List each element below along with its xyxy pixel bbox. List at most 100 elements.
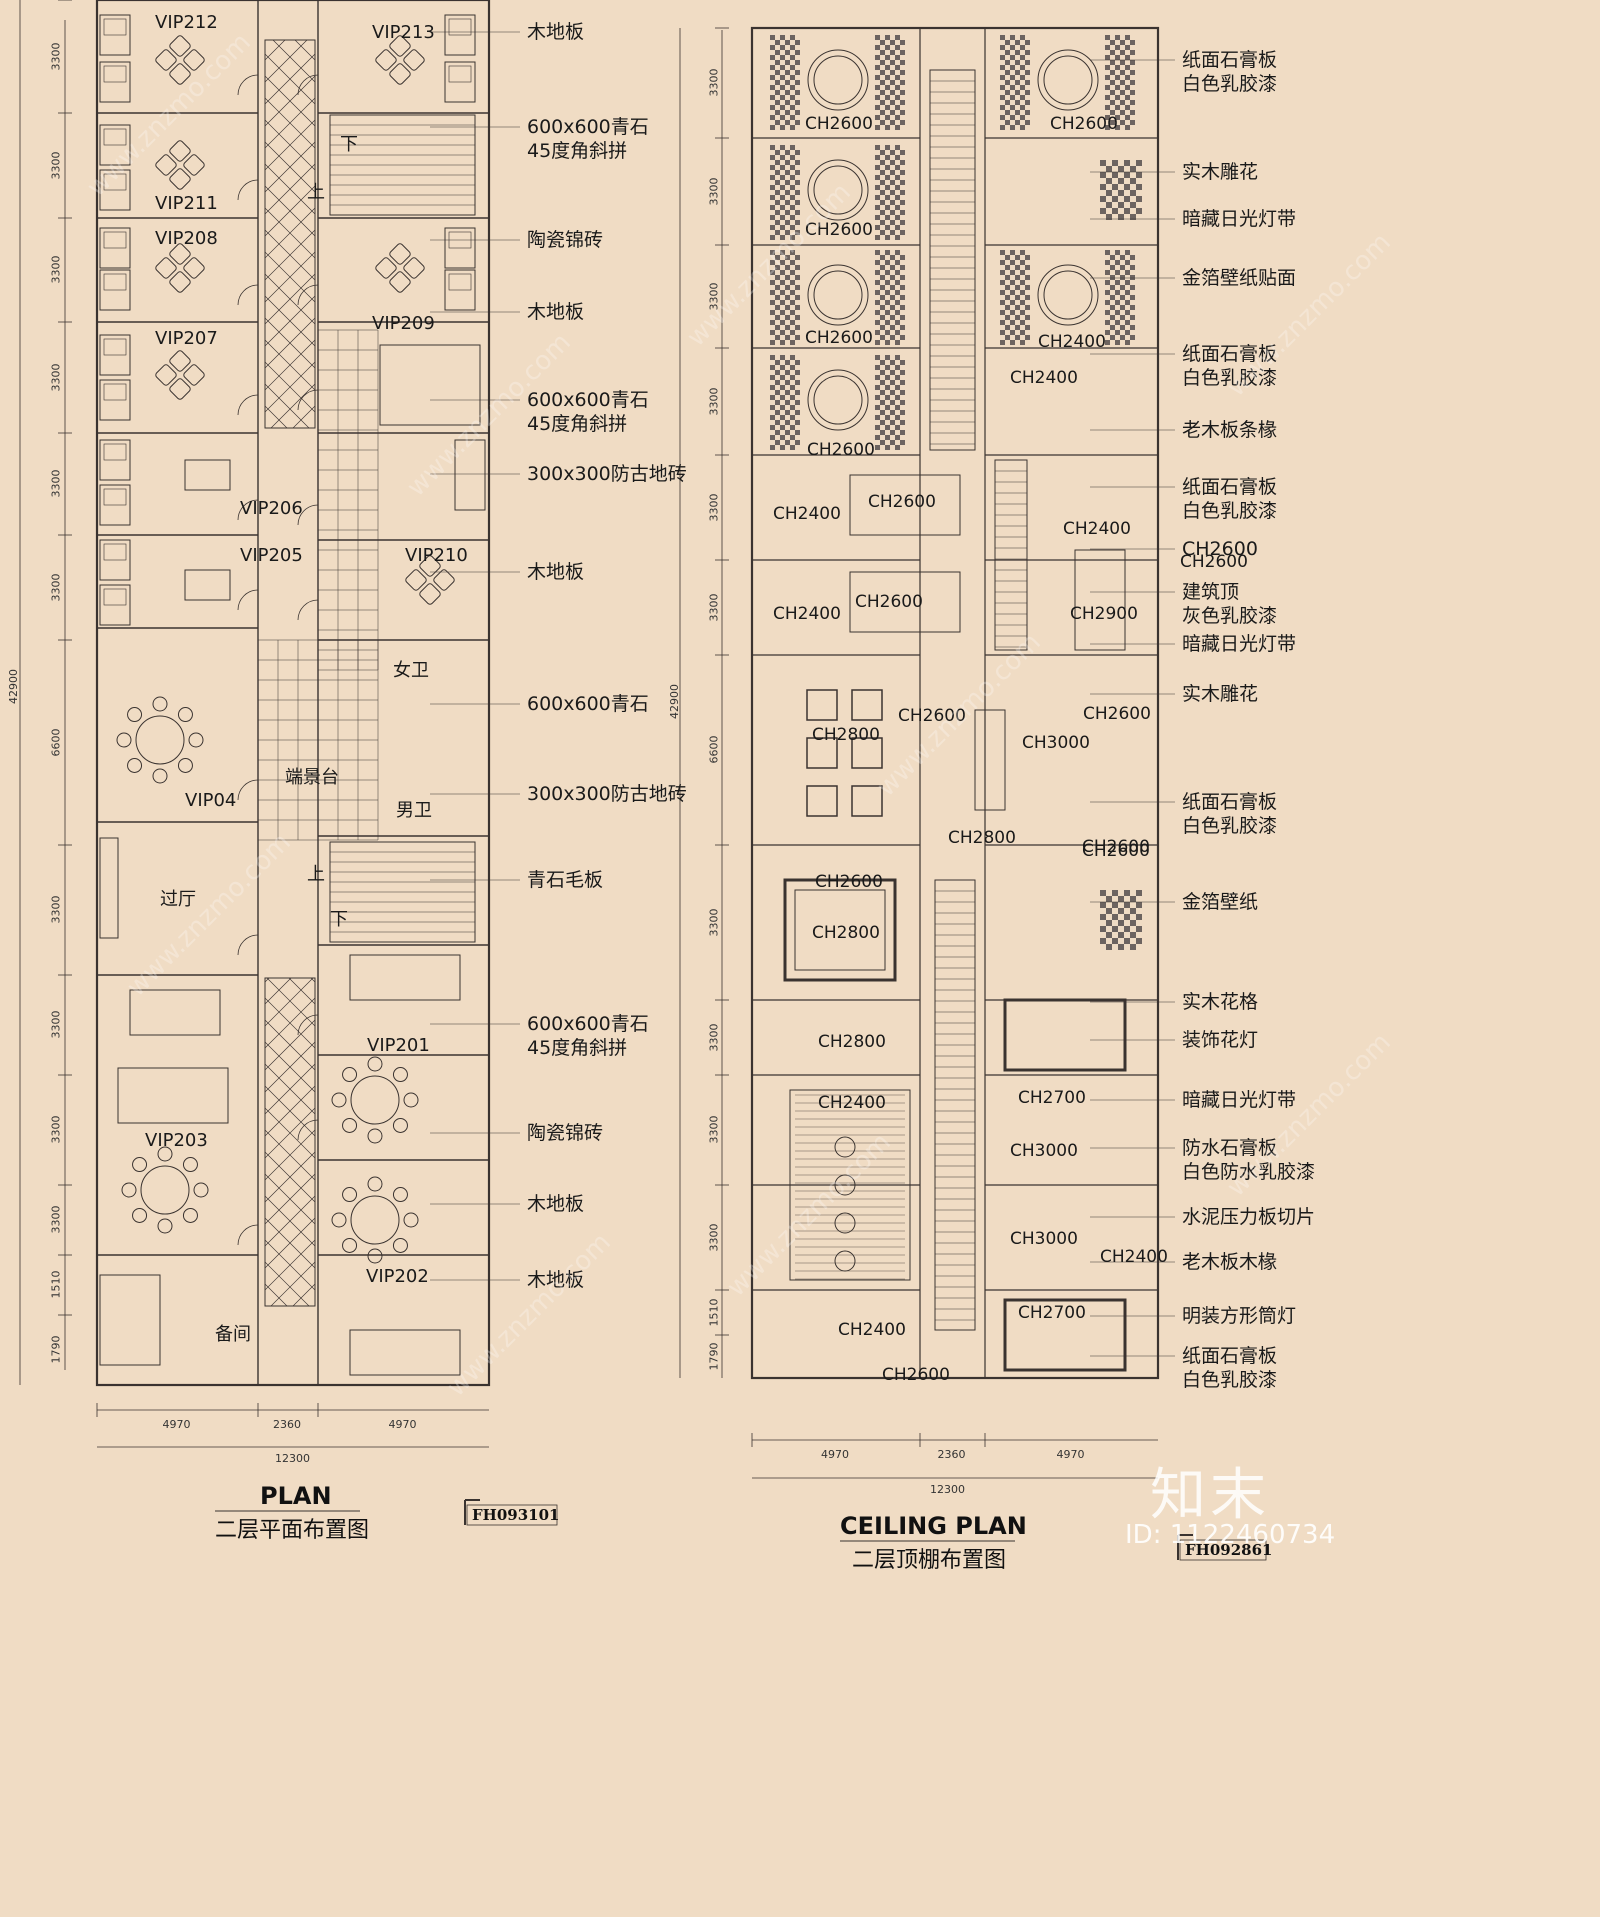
ceiling-vdim-0: 3300 <box>707 68 721 97</box>
ceiling-material-label-18: 老木板木椽 <box>1182 1251 1278 1273</box>
checker-panel-l <box>1000 250 1030 345</box>
dining-table-set <box>155 35 205 85</box>
ceiling-vdim-1: 3300 <box>707 177 721 205</box>
ceiling-height-9: CH2400 <box>773 604 841 625</box>
ceiling-vdim-3: 3300 <box>707 387 721 415</box>
ceiling-total-h: 12300 <box>930 1483 965 1496</box>
chair <box>392 1067 408 1083</box>
ceiling-material-label-16: 防水石膏板白色防水乳胶漆 <box>1182 1137 1316 1183</box>
stair-direction-2: 上 <box>307 864 325 885</box>
chair <box>367 1176 383 1192</box>
chair <box>392 1187 408 1203</box>
plan-total-h: 12300 <box>275 1452 310 1465</box>
plan-total-v: 42900 <box>7 669 20 704</box>
checker-panel-r <box>875 355 905 450</box>
ceiling-outer-wall <box>750 26 1160 1380</box>
door-swing <box>297 504 319 526</box>
chair <box>367 1248 383 1264</box>
chair <box>367 1128 383 1144</box>
chair <box>403 1212 419 1228</box>
plan-room-14: VIP201 <box>367 1035 430 1056</box>
dining-table-set <box>155 140 205 190</box>
door-swing <box>237 179 259 201</box>
ceiling-height-2: CH2600 <box>805 219 873 240</box>
ceiling-height-5: CH2400 <box>1038 332 1106 352</box>
ceiling-height-7: CH2400 <box>773 503 841 524</box>
ceiling-height-31: CH2600 <box>882 1365 950 1386</box>
bedroom-bed <box>379 344 481 426</box>
ceiling-coffer-inner <box>794 889 886 971</box>
ceiling-material-label-0: 纸面石膏板白色乳胶漆 <box>1182 49 1278 95</box>
plan-vdim-3: 3300 <box>49 363 63 391</box>
door-swing <box>237 394 259 416</box>
dining-table-set <box>375 243 425 293</box>
ceiling-vdim-4: 3300 <box>707 493 721 521</box>
armchair <box>99 227 131 269</box>
plan-room-2: VIP211 <box>155 193 218 214</box>
plan-vdim-9: 3300 <box>49 1115 63 1144</box>
plan-room-6: VIP206 <box>240 498 303 519</box>
chair <box>132 1207 148 1223</box>
ceiling-vdim-6: 6600 <box>707 735 721 764</box>
ceiling-height-13: CH2600 <box>1180 551 1248 572</box>
ceiling-material-label-8: 建筑顶灰色乳胶漆 <box>1182 581 1278 627</box>
chair <box>342 1237 358 1253</box>
ceiling-height-12: CH2400 <box>1010 367 1078 388</box>
checker-panel-l <box>770 35 800 130</box>
armchair <box>99 269 131 311</box>
plan-material-label-11: 陶瓷锦砖 <box>527 1122 604 1144</box>
dining-table-set <box>155 243 205 293</box>
chair <box>127 707 143 723</box>
armchair-cushion <box>448 18 472 36</box>
ceiling-title-cn: 二层顶棚布置图 <box>852 1548 1007 1573</box>
window-frame <box>99 837 119 939</box>
door-swing <box>297 74 319 96</box>
ceiling-height-22: CH2800 <box>812 922 880 943</box>
ceiling-material-label-10: 实木雕花 <box>1182 683 1259 705</box>
armchair <box>444 269 476 311</box>
ceiling-material-label-14: 装饰花灯 <box>1182 1029 1259 1051</box>
corridor-mosaic-south <box>264 977 316 1307</box>
plan-hdim-2: 4970 <box>388 1418 417 1431</box>
door-swing <box>297 1014 319 1036</box>
ceiling-height-0: CH2600 <box>805 113 873 134</box>
carved-lattice-panel <box>806 785 838 817</box>
corridor-mosaic-north-border <box>264 39 316 429</box>
ceiling-material-label-2: 暗藏日光灯带 <box>1182 208 1297 230</box>
plan-vdim-7: 3300 <box>49 895 63 924</box>
chair <box>392 1117 408 1133</box>
ceiling-height-10: CH2600 <box>1083 703 1151 724</box>
ceiling-height-30: CH2400 <box>838 1319 906 1340</box>
ceiling-code: FH092861 <box>1185 1541 1273 1559</box>
plan-material-label-2: 陶瓷锦砖 <box>527 229 604 251</box>
ceiling-material-label-20: 纸面石膏板白色乳胶漆 <box>1182 1345 1278 1391</box>
plan-room-16: VIP202 <box>366 1266 429 1287</box>
plan-room-9: 女卫 <box>393 660 429 681</box>
watermark-logo: 知末 <box>1150 1463 1270 1528</box>
ceiling-coffer-ornate <box>1003 998 1127 1072</box>
pendant-lamp <box>834 1174 856 1196</box>
sofa <box>349 954 461 1001</box>
plan-material-label-9: 青石毛板 <box>527 869 604 891</box>
chair <box>152 768 168 784</box>
plan-material-label-3: 木地板 <box>527 301 585 323</box>
chair <box>342 1187 358 1203</box>
armchair <box>99 61 131 103</box>
checker-panel-r <box>1105 35 1135 130</box>
storeroom-wall <box>99 1274 161 1366</box>
checker-panel-r <box>875 250 905 345</box>
ceiling-material-label-15: 暗藏日光灯带 <box>1182 1089 1297 1111</box>
plan-room-12: 男卫 <box>396 800 432 821</box>
ceiling-vdim-9: 3300 <box>707 1115 721 1144</box>
ceiling-material-label-19: 明装方形筒灯 <box>1182 1305 1297 1327</box>
door-swing <box>297 1119 319 1141</box>
plan-code-box <box>466 1504 558 1526</box>
door-swing <box>297 389 319 411</box>
door-swing <box>237 499 259 521</box>
ceiling-height-19: CH2800 <box>948 828 1016 849</box>
armchair <box>444 61 476 103</box>
dining-table-set <box>405 555 455 605</box>
ceiling-material-label-4: 纸面石膏板白色乳胶漆 <box>1182 343 1278 389</box>
armchair-cushion <box>103 443 127 461</box>
